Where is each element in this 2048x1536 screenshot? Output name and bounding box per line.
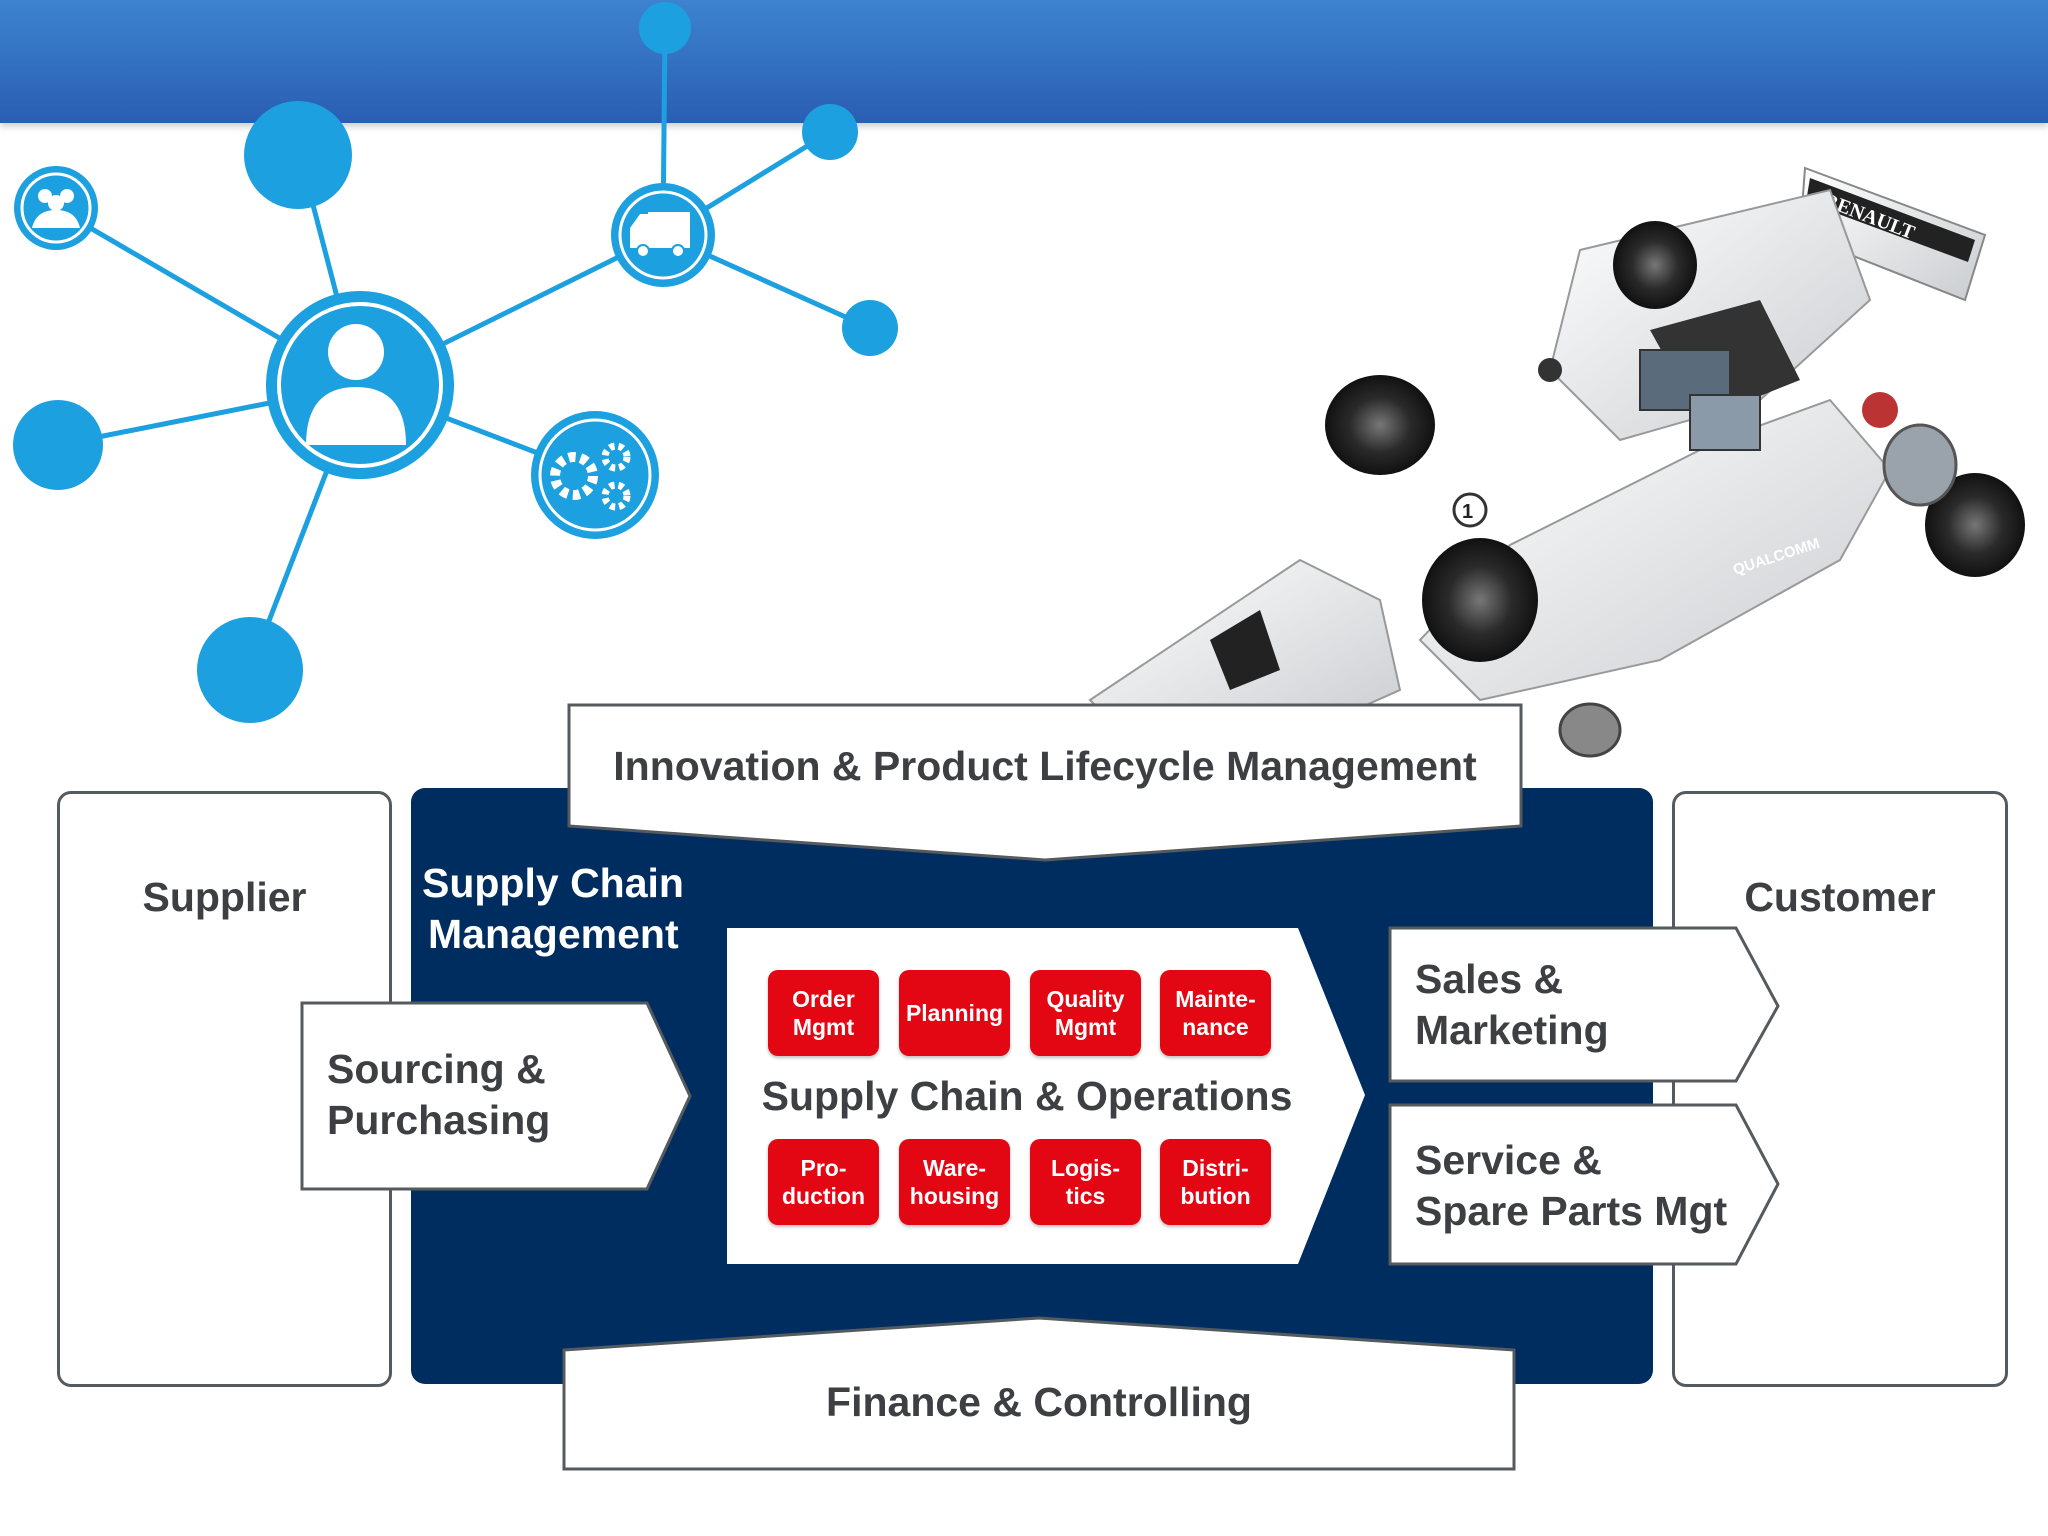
tile-line: bution [1180, 1183, 1251, 1209]
tile-line: duction [781, 1183, 866, 1209]
sales-line1: Sales & [1415, 956, 1564, 1002]
network-node [802, 104, 858, 160]
wheel [1613, 221, 1697, 309]
supplier-label: Supplier [142, 874, 307, 920]
sourcing-line1: Sourcing & [327, 1046, 546, 1092]
sales-label: Sales & Marketing [1415, 954, 1609, 1056]
tile-line: Distri- [1182, 1155, 1249, 1181]
gears-icon [531, 411, 659, 539]
customer-label: Customer [1744, 874, 1936, 920]
tile-logistics: Logis-tics [1030, 1139, 1141, 1225]
sourcing-line2: Purchasing [327, 1097, 551, 1143]
tile-line: Ware- [922, 1155, 987, 1181]
tile-planning: Planning [899, 970, 1010, 1056]
finance-label: Finance & Controlling [826, 1379, 1252, 1425]
sourcing-label: Sourcing & Purchasing [327, 1044, 550, 1146]
tile-line: tics [1065, 1183, 1106, 1209]
scm-title-line2: Management [428, 911, 679, 957]
tile-warehousing: Ware-housing [899, 1139, 1010, 1225]
tile-line: Mgmt [1054, 1014, 1117, 1040]
tile-line: Order [792, 986, 855, 1012]
network-node [244, 101, 352, 209]
tile-production: Pro-duction [768, 1139, 879, 1225]
service-label: Service & Spare Parts Mgt [1415, 1135, 1727, 1237]
race-car-illustration: RENAULT 1 QUALCOMM [1088, 166, 2025, 758]
car-lettering-number: 1 [1462, 501, 1473, 523]
tile-line: Mgmt [792, 1014, 855, 1040]
tile-line: Logis- [1051, 1155, 1120, 1181]
tile-maintenance: Mainte-nance [1160, 970, 1271, 1056]
network-node [842, 300, 898, 356]
customer-box: Customer [1672, 791, 2008, 1387]
sales-line2: Marketing [1415, 1007, 1609, 1053]
tile-line: Quality [1046, 986, 1125, 1012]
tile-line: housing [909, 1183, 1000, 1209]
network-node [13, 400, 103, 490]
innovation-label: Innovation & Product Lifecycle Managemen… [613, 743, 1477, 789]
tile-line: Planning [905, 1000, 1004, 1026]
header-bar [0, 0, 2048, 123]
service-line1: Service & [1415, 1137, 1602, 1183]
wheel [1925, 473, 2025, 577]
truck-icon [611, 183, 715, 287]
network-node [197, 617, 303, 723]
network-node [639, 2, 691, 54]
people-icon [14, 166, 98, 250]
network-graphic [13, 2, 898, 723]
tile-line: Pro- [800, 1155, 847, 1181]
user-icon [266, 291, 454, 479]
wheel [1325, 375, 1435, 475]
operations-label: Supply Chain & Operations [761, 1073, 1293, 1119]
tile-line: Mainte- [1175, 986, 1256, 1012]
tile-line: nance [1182, 1014, 1249, 1040]
wheel [1422, 538, 1538, 662]
scm-title-line1: Supply Chain [422, 860, 684, 906]
service-line2: Spare Parts Mgt [1415, 1188, 1728, 1234]
scm-title: Supply Chain Management [422, 858, 684, 960]
tile-distribution: Distri-bution [1160, 1139, 1271, 1225]
